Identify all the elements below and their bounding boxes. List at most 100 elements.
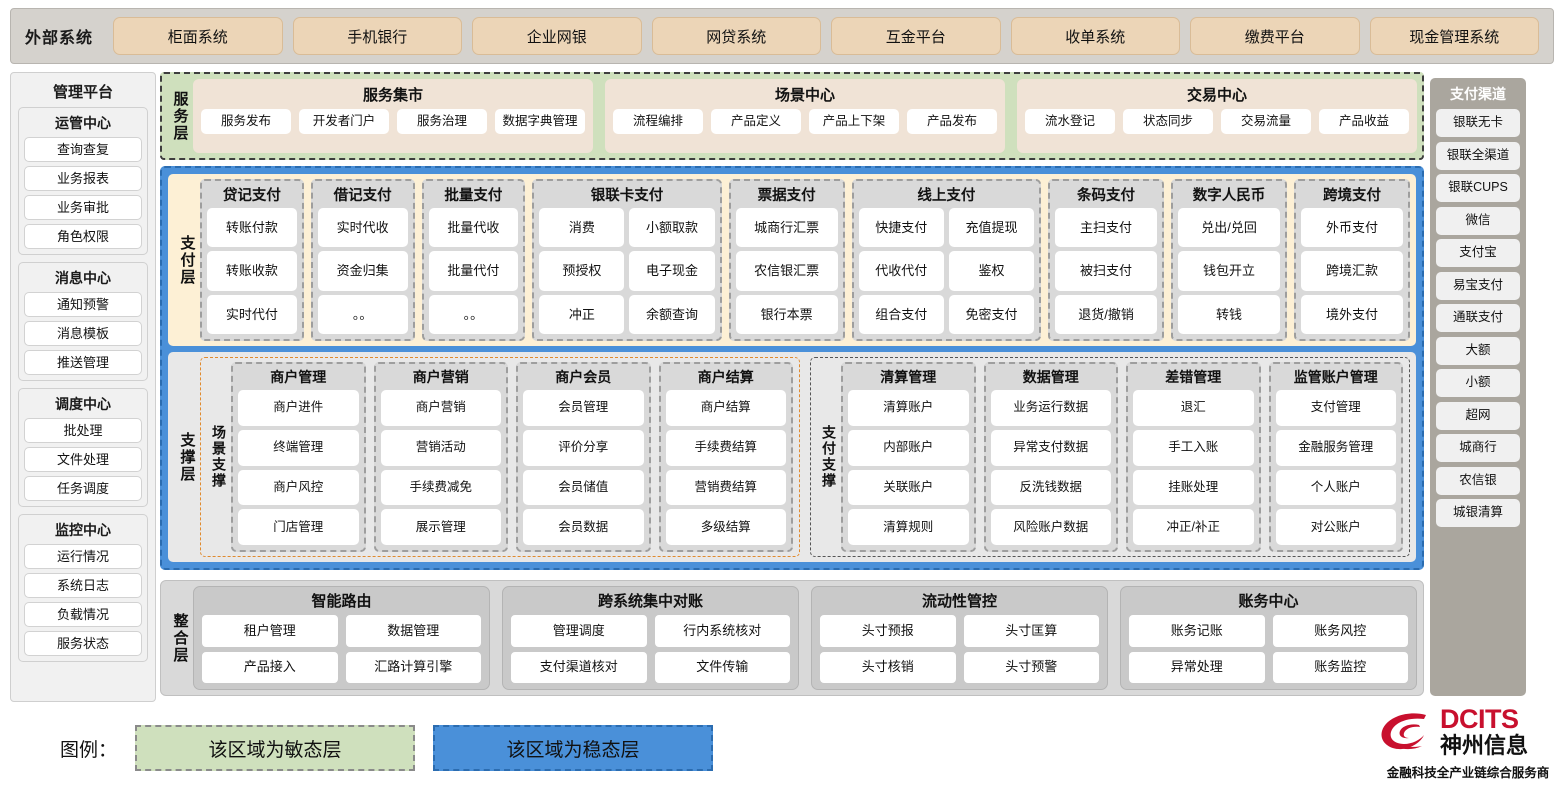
service-item[interactable]: 产品定义 xyxy=(711,109,801,134)
external-system-chip[interactable]: 手机银行 xyxy=(292,17,463,55)
support-item[interactable]: 业务运行数据 xyxy=(990,390,1111,426)
support-item[interactable]: 对公账户 xyxy=(1275,509,1396,545)
support-item[interactable]: 支付管理 xyxy=(1275,390,1396,426)
payment-item[interactable]: 批量代收 xyxy=(428,208,519,248)
management-item[interactable]: 文件处理 xyxy=(24,447,142,472)
payment-item[interactable]: 转钱 xyxy=(1178,294,1281,334)
support-item[interactable]: 会员管理 xyxy=(523,390,644,426)
management-item[interactable]: 查询查复 xyxy=(24,137,142,162)
integration-item[interactable]: 账务监控 xyxy=(1272,651,1408,683)
payment-channel-item[interactable]: 城商行 xyxy=(1436,434,1520,462)
payment-item[interactable]: 预授权 xyxy=(539,251,625,291)
support-item[interactable]: 商户营销 xyxy=(380,390,501,426)
payment-item[interactable]: 城商行汇票 xyxy=(735,208,838,248)
payment-channel-item[interactable]: 大额 xyxy=(1436,336,1520,365)
management-item[interactable]: 任务调度 xyxy=(24,476,142,501)
support-item[interactable]: 手续费结算 xyxy=(665,429,786,466)
payment-item[interactable]: 冲正 xyxy=(539,294,625,334)
management-item[interactable]: 系统日志 xyxy=(24,573,142,598)
service-item[interactable]: 产品上下架 xyxy=(809,109,899,134)
integration-item[interactable]: 数据管理 xyxy=(345,615,481,647)
service-item[interactable]: 交易流量 xyxy=(1221,109,1311,134)
integration-item[interactable]: 文件传输 xyxy=(654,651,790,683)
management-item[interactable]: 运行情况 xyxy=(24,544,142,569)
support-item[interactable]: 关联账户 xyxy=(848,469,969,506)
integration-item[interactable]: 异常处理 xyxy=(1129,651,1265,683)
external-system-chip[interactable]: 网贷系统 xyxy=(651,17,822,55)
support-item[interactable]: 营销活动 xyxy=(380,429,501,466)
external-system-chip[interactable]: 企业网银 xyxy=(472,17,642,55)
support-item[interactable]: 商户结算 xyxy=(665,390,786,426)
management-item[interactable]: 推送管理 xyxy=(24,350,142,375)
integration-item[interactable]: 账务风控 xyxy=(1272,615,1408,647)
payment-item[interactable]: 鉴权 xyxy=(948,251,1035,291)
support-item[interactable]: 清算规则 xyxy=(848,509,969,545)
payment-channel-item[interactable]: 城银清算 xyxy=(1436,499,1520,527)
management-item[interactable]: 通知预警 xyxy=(24,292,142,317)
payment-item[interactable]: 快捷支付 xyxy=(858,208,944,248)
external-system-chip[interactable]: 现金管理系统 xyxy=(1369,17,1540,55)
integration-item[interactable]: 行内系统核对 xyxy=(654,615,790,647)
payment-item[interactable]: 小额取款 xyxy=(629,208,715,248)
integration-item[interactable]: 头寸匡算 xyxy=(963,615,1099,647)
service-item[interactable]: 流水登记 xyxy=(1025,109,1115,134)
support-item[interactable]: 个人账户 xyxy=(1275,469,1396,506)
support-item[interactable]: 手续费减免 xyxy=(380,469,501,506)
support-item[interactable]: 异常支付数据 xyxy=(990,429,1111,466)
support-item[interactable]: 风险账户数据 xyxy=(990,509,1111,545)
support-item[interactable]: 评价分享 xyxy=(523,429,644,466)
payment-item[interactable]: 银行本票 xyxy=(735,294,838,334)
payment-item[interactable]: 电子现金 xyxy=(629,251,715,291)
management-item[interactable]: 业务审批 xyxy=(24,195,142,220)
integration-item[interactable]: 头寸预警 xyxy=(963,651,1099,683)
integration-item[interactable]: 头寸预报 xyxy=(820,615,956,647)
integration-item[interactable]: 汇路计算引擎 xyxy=(345,651,481,683)
payment-item[interactable]: 余额查询 xyxy=(629,294,715,334)
payment-item[interactable]: 组合支付 xyxy=(858,294,944,334)
service-item[interactable]: 开发者门户 xyxy=(299,109,389,134)
service-item[interactable]: 服务治理 xyxy=(397,109,487,134)
service-item[interactable]: 产品发布 xyxy=(907,109,997,134)
payment-item[interactable]: 钱包开立 xyxy=(1178,251,1281,291)
integration-item[interactable]: 管理调度 xyxy=(511,615,647,647)
support-item[interactable]: 冲正/补正 xyxy=(1133,509,1254,545)
payment-item[interactable]: 转账付款 xyxy=(207,208,297,248)
payment-item[interactable]: 退货/撤销 xyxy=(1055,294,1158,334)
payment-channel-item[interactable]: 银联无卡 xyxy=(1436,109,1520,137)
service-item[interactable]: 流程编排 xyxy=(613,109,703,134)
external-system-chip[interactable]: 收单系统 xyxy=(1010,17,1181,55)
payment-item[interactable]: 转账收款 xyxy=(207,251,297,291)
payment-item[interactable]: 实时代付 xyxy=(207,294,297,334)
payment-channel-item[interactable]: 小额 xyxy=(1436,369,1520,397)
payment-item[interactable]: 跨境汇款 xyxy=(1301,251,1403,291)
payment-item[interactable]: 。。 xyxy=(428,294,519,334)
support-item[interactable]: 反洗钱数据 xyxy=(990,469,1111,506)
external-system-chip[interactable]: 柜面系统 xyxy=(113,17,283,55)
support-item[interactable]: 商户风控 xyxy=(238,469,359,506)
payment-channel-item[interactable]: 易宝支付 xyxy=(1436,271,1520,300)
support-item[interactable]: 手工入账 xyxy=(1133,429,1254,466)
support-item[interactable]: 门店管理 xyxy=(238,509,359,545)
management-item[interactable]: 业务报表 xyxy=(24,166,142,191)
payment-item[interactable]: 消费 xyxy=(539,208,625,248)
payment-channel-item[interactable]: 银联全渠道 xyxy=(1436,141,1520,170)
external-system-chip[interactable]: 缴费平台 xyxy=(1190,17,1360,55)
external-system-chip[interactable]: 互金平台 xyxy=(831,17,1001,55)
support-item[interactable]: 清算账户 xyxy=(848,390,969,426)
service-item[interactable]: 产品收益 xyxy=(1319,109,1409,134)
payment-channel-item[interactable]: 通联支付 xyxy=(1436,304,1520,332)
payment-channel-item[interactable]: 银联CUPS xyxy=(1436,174,1520,202)
payment-item[interactable]: 农信银汇票 xyxy=(735,251,838,291)
service-item[interactable]: 状态同步 xyxy=(1123,109,1213,134)
management-item[interactable]: 批处理 xyxy=(24,418,142,443)
payment-channel-item[interactable]: 超网 xyxy=(1436,401,1520,430)
payment-item[interactable]: 充值提现 xyxy=(948,208,1035,248)
service-item[interactable]: 数据字典管理 xyxy=(495,109,585,134)
payment-item[interactable]: 。。 xyxy=(317,294,408,334)
payment-item[interactable]: 外币支付 xyxy=(1301,208,1403,248)
support-item[interactable]: 退汇 xyxy=(1133,390,1254,426)
integration-item[interactable]: 头寸核销 xyxy=(820,651,956,683)
payment-item[interactable]: 主扫支付 xyxy=(1055,208,1158,248)
support-item[interactable]: 金融服务管理 xyxy=(1275,429,1396,466)
support-item[interactable]: 终端管理 xyxy=(238,429,359,466)
